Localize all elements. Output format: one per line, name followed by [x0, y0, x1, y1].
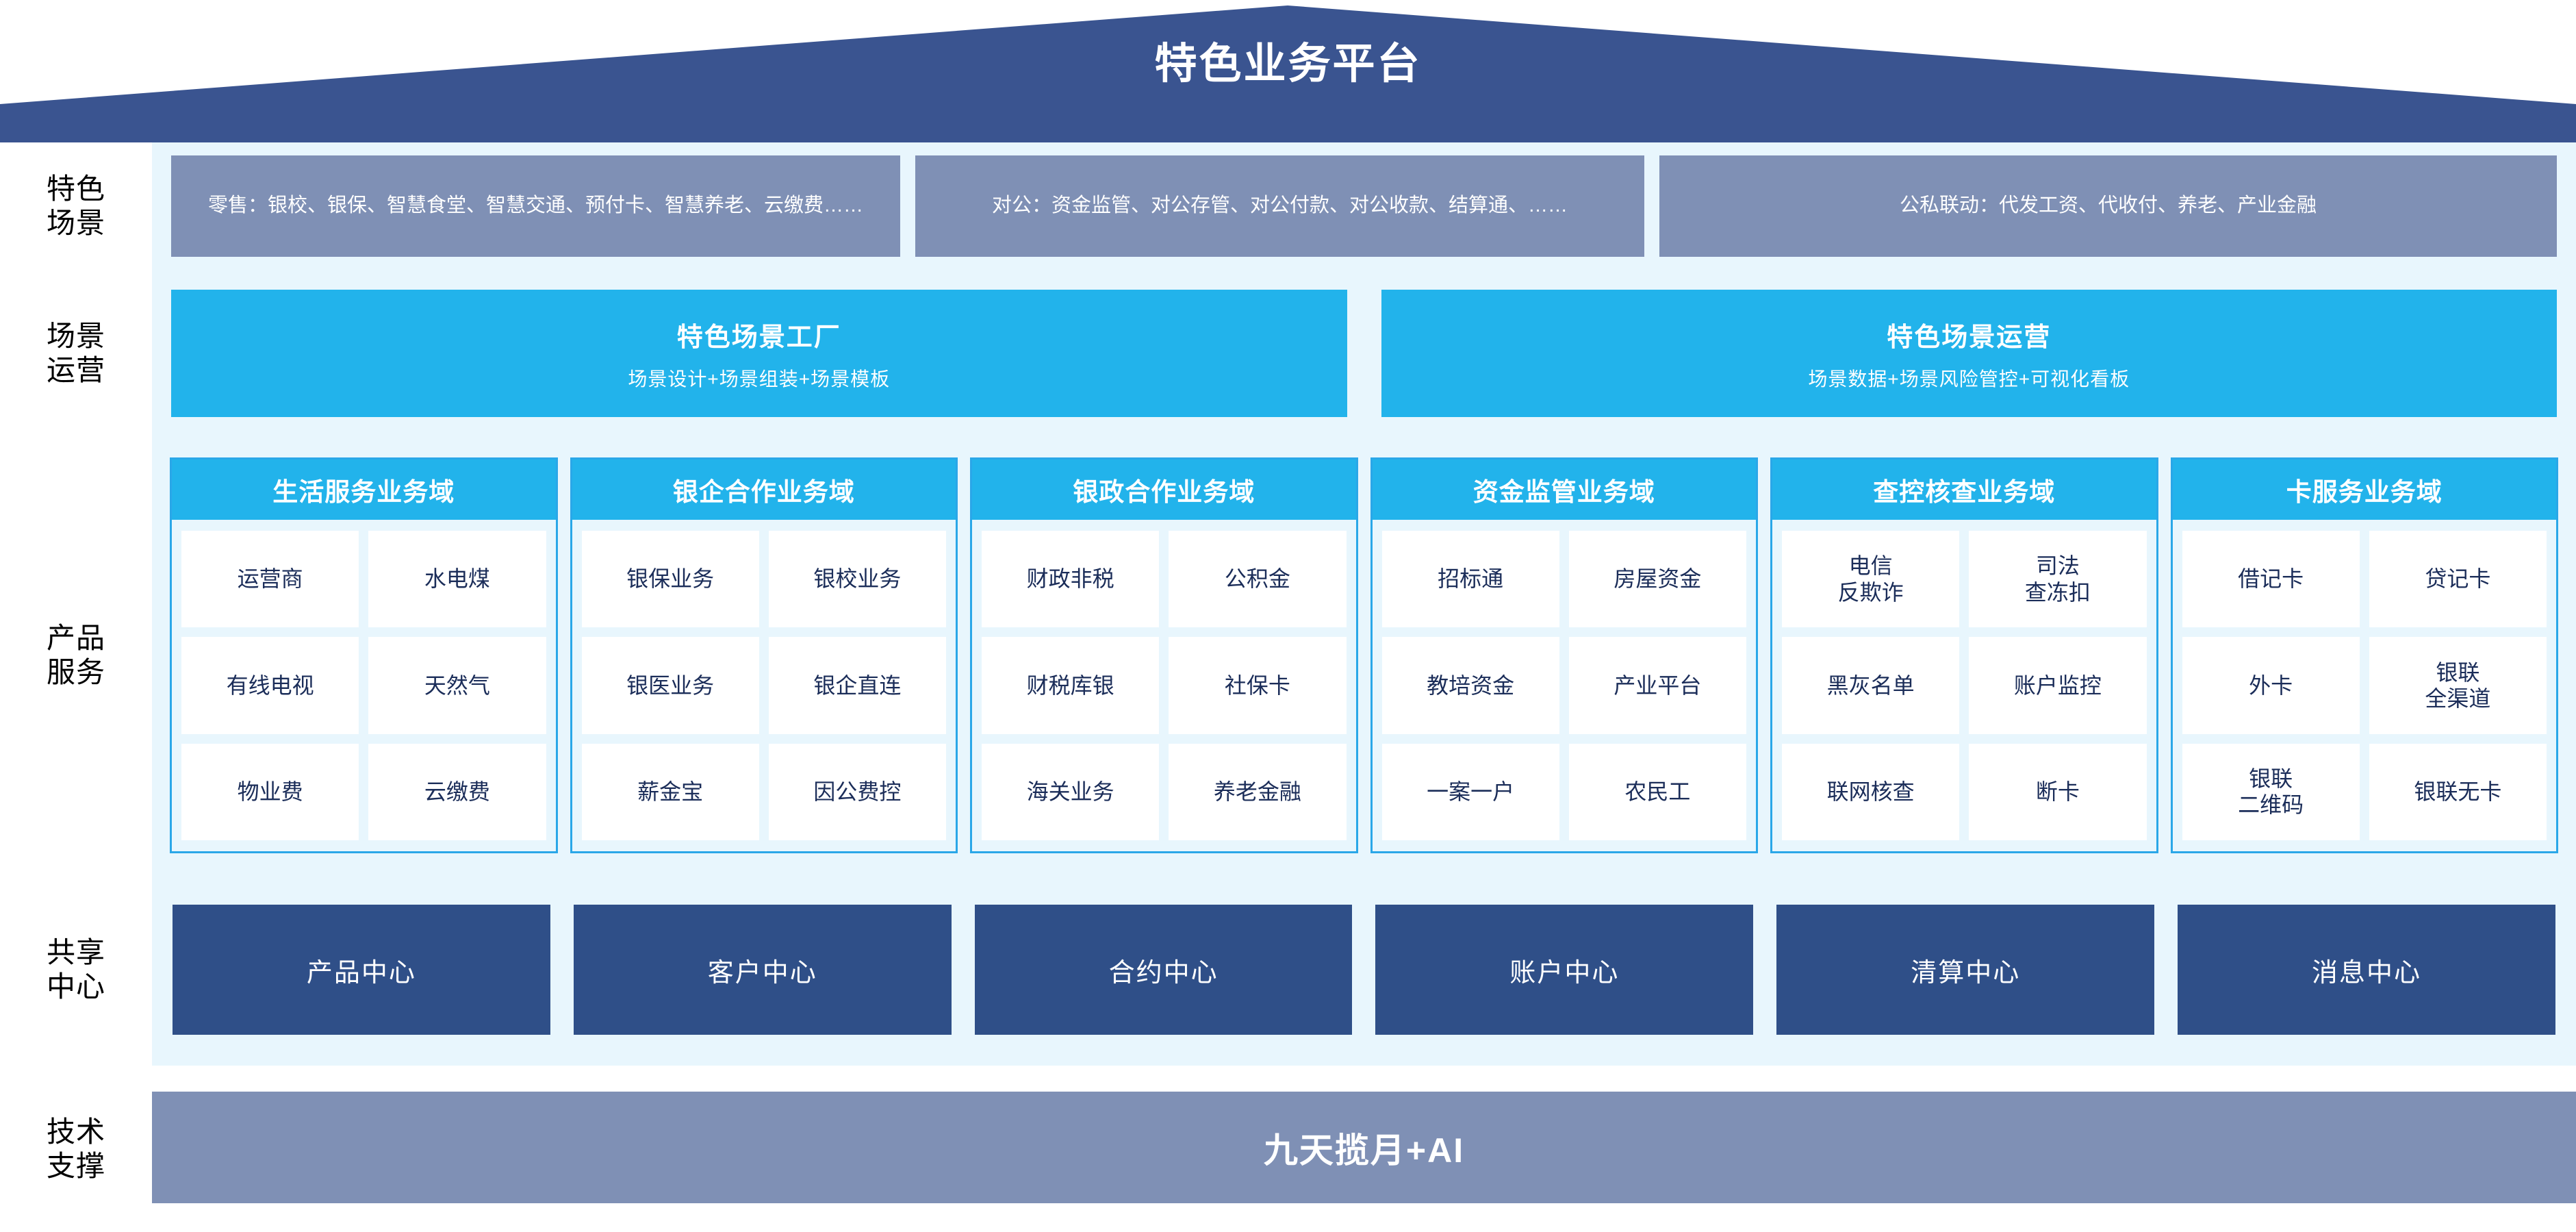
shared-centers-panel: 产品中心 客户中心 合约中心 账户中心 清算中心 消息中心	[152, 874, 2576, 1066]
shared-center-settlement[interactable]: 清算中心	[1776, 905, 2155, 1035]
domain-cell-grid: 借记卡 贷记卡 外卡 银联 全渠道 银联 二维码 银联无卡	[2173, 520, 2557, 851]
domain-cell[interactable]: 运营商	[181, 531, 359, 628]
domain-cell[interactable]: 招标通	[1381, 531, 1559, 628]
domain-cell-grid: 运营商 水电煤 有线电视 天然气 物业费 云缴费	[172, 520, 556, 851]
row-label-product-services: 产品 服务	[0, 437, 152, 874]
platform-banner: 特色业务平台	[0, 0, 2576, 142]
domain-cell[interactable]: 因公费控	[768, 743, 946, 840]
shared-center-product[interactable]: 产品中心	[173, 905, 550, 1035]
ops-card-subtitle: 场景数据+场景风险管控+可视化看板	[1808, 368, 2130, 390]
domain-cell[interactable]: 司法 查冻扣	[1969, 531, 2147, 628]
row-label-special-scenes: 特色 场景	[0, 142, 152, 270]
domain-cell[interactable]: 教培资金	[1381, 637, 1559, 734]
shared-center-customer[interactable]: 客户中心	[573, 905, 952, 1035]
tech-support-bar[interactable]: 九天揽月+AI	[152, 1092, 2576, 1203]
domain-cell[interactable]: 黑灰名单	[1782, 637, 1960, 734]
ops-card-scene-factory[interactable]: 特色场景工厂 场景设计+场景组装+场景模板	[171, 290, 1347, 417]
domain-cell[interactable]: 贷记卡	[2369, 531, 2547, 628]
page-title: 特色业务平台	[1154, 40, 1422, 88]
domain-title: 生活服务业务域	[172, 460, 556, 520]
special-scenes-panel: 零售：银校、银保、智慧食堂、智慧交通、预付卡、智慧养老、云缴费…… 对公：资金监…	[152, 142, 2576, 270]
domain-cell[interactable]: 房屋资金	[1568, 531, 1746, 628]
domain-cell[interactable]: 一案一户	[1381, 743, 1559, 840]
domain-cell[interactable]: 产业平台	[1568, 637, 1746, 734]
domain-cell[interactable]: 水电煤	[368, 531, 546, 628]
domain-cell[interactable]: 养老金融	[1169, 743, 1347, 840]
row-scene-operations: 场景 运营 特色场景工厂 场景设计+场景组装+场景模板 特色场景运营 场景数据+…	[0, 270, 2576, 437]
ops-card-scene-operation[interactable]: 特色场景运营 场景数据+场景风险管控+可视化看板	[1381, 290, 2557, 417]
row-label-shared-centers: 共享 中心	[0, 874, 152, 1066]
shared-center-message[interactable]: 消息中心	[2178, 905, 2555, 1035]
scene-card-corporate[interactable]: 对公：资金监管、对公存管、对公付款、对公收款、结算通、……	[915, 155, 1644, 257]
domain-title: 查控核查业务域	[1772, 460, 2156, 520]
domain-cell-grid: 招标通 房屋资金 教培资金 产业平台 一案一户 农民工	[1373, 520, 1757, 851]
domain-title: 银企合作业务域	[572, 460, 956, 520]
domain-cell[interactable]: 农民工	[1568, 743, 1746, 840]
domain-cell[interactable]: 云缴费	[368, 743, 546, 840]
scene-card-public-private-linkage[interactable]: 公私联动：代发工资、代收付、养老、产业金融	[1659, 155, 2557, 257]
row-product-services: 产品 服务 生活服务业务域 运营商 水电煤 有线电视 天然气 物业费 云缴费 银…	[0, 437, 2576, 874]
domain-title: 银政合作业务域	[972, 460, 1356, 520]
domain-cell[interactable]: 财税库银	[982, 637, 1160, 734]
domain-cell-grid: 电信 反欺诈 司法 查冻扣 黑灰名单 账户监控 联网核查 断卡	[1772, 520, 2156, 851]
domain-title: 卡服务业务域	[2172, 460, 2556, 520]
domain-cell[interactable]: 海关业务	[982, 743, 1160, 840]
domain-cell[interactable]: 银联无卡	[2369, 743, 2547, 840]
domain-column-fund-supervision: 资金监管业务域 招标通 房屋资金 教培资金 产业平台 一案一户 农民工	[1370, 457, 1758, 853]
domain-cell[interactable]: 电信 反欺诈	[1782, 531, 1960, 628]
domain-cell[interactable]: 薪金宝	[581, 743, 759, 840]
domain-column-bank-enterprise: 银企合作业务域 银保业务 银校业务 银医业务 银企直连 薪金宝 因公费控	[570, 457, 958, 853]
domain-cell[interactable]: 银企直连	[768, 637, 946, 734]
domain-title: 资金监管业务域	[1372, 460, 1756, 520]
domain-column-life-services: 生活服务业务域 运营商 水电煤 有线电视 天然气 物业费 云缴费	[170, 457, 558, 853]
domain-cell[interactable]: 银校业务	[768, 531, 946, 628]
domain-cell[interactable]: 断卡	[1969, 743, 2147, 840]
row-label-scene-operations: 场景 运营	[0, 270, 152, 437]
domain-cell[interactable]: 外卡	[2182, 637, 2360, 734]
domain-column-card-services: 卡服务业务域 借记卡 贷记卡 外卡 银联 全渠道 银联 二维码 银联无卡	[2170, 457, 2558, 853]
shared-center-account[interactable]: 账户中心	[1375, 905, 1754, 1035]
domain-cell[interactable]: 借记卡	[2182, 531, 2360, 628]
row-label-tech-support: 技术 支撑	[0, 1066, 152, 1232]
domain-cell[interactable]: 财政非税	[982, 531, 1160, 628]
scene-operations-panel: 特色场景工厂 场景设计+场景组装+场景模板 特色场景运营 场景数据+场景风险管控…	[152, 270, 2576, 437]
scene-card-retail[interactable]: 零售：银校、银保、智慧食堂、智慧交通、预付卡、智慧养老、云缴费……	[171, 155, 900, 257]
domain-cell-grid: 银保业务 银校业务 银医业务 银企直连 薪金宝 因公费控	[572, 520, 956, 851]
domain-column-bank-government: 银政合作业务域 财政非税 公积金 财税库银 社保卡 海关业务 养老金融	[970, 457, 1358, 853]
domain-cell[interactable]: 银联 全渠道	[2369, 637, 2547, 734]
domain-cell[interactable]: 社保卡	[1169, 637, 1347, 734]
row-tech-support: 技术 支撑 九天揽月+AI	[0, 1066, 2576, 1232]
domain-cell[interactable]: 有线电视	[181, 637, 359, 734]
domain-cell[interactable]: 天然气	[368, 637, 546, 734]
ops-card-title: 特色场景运营	[1887, 323, 2052, 352]
row-special-scenes: 特色 场景 零售：银校、银保、智慧食堂、智慧交通、预付卡、智慧养老、云缴费…… …	[0, 142, 2576, 270]
domain-cell[interactable]: 联网核查	[1782, 743, 1960, 840]
row-shared-centers: 共享 中心 产品中心 客户中心 合约中心 账户中心 清算中心 消息中心	[0, 874, 2576, 1066]
domain-cell[interactable]: 物业费	[181, 743, 359, 840]
domain-cell[interactable]: 公积金	[1169, 531, 1347, 628]
product-services-panel: 生活服务业务域 运营商 水电煤 有线电视 天然气 物业费 云缴费 银企合作业务域…	[152, 437, 2576, 874]
domain-cell-grid: 财政非税 公积金 财税库银 社保卡 海关业务 养老金融	[972, 520, 1356, 851]
domain-cell[interactable]: 银联 二维码	[2182, 743, 2360, 840]
shared-center-contract[interactable]: 合约中心	[974, 905, 1353, 1035]
banner-chevron-shape	[0, 5, 2576, 142]
ops-card-title: 特色场景工厂	[676, 323, 841, 352]
domain-cell[interactable]: 银保业务	[581, 531, 759, 628]
domain-cell[interactable]: 银医业务	[581, 637, 759, 734]
tech-support-panel: 九天揽月+AI	[152, 1066, 2576, 1232]
ops-card-subtitle: 场景设计+场景组装+场景模板	[628, 368, 891, 390]
domain-cell[interactable]: 账户监控	[1969, 637, 2147, 734]
domain-column-investigation-control: 查控核查业务域 电信 反欺诈 司法 查冻扣 黑灰名单 账户监控 联网核查 断卡	[1770, 457, 2158, 853]
